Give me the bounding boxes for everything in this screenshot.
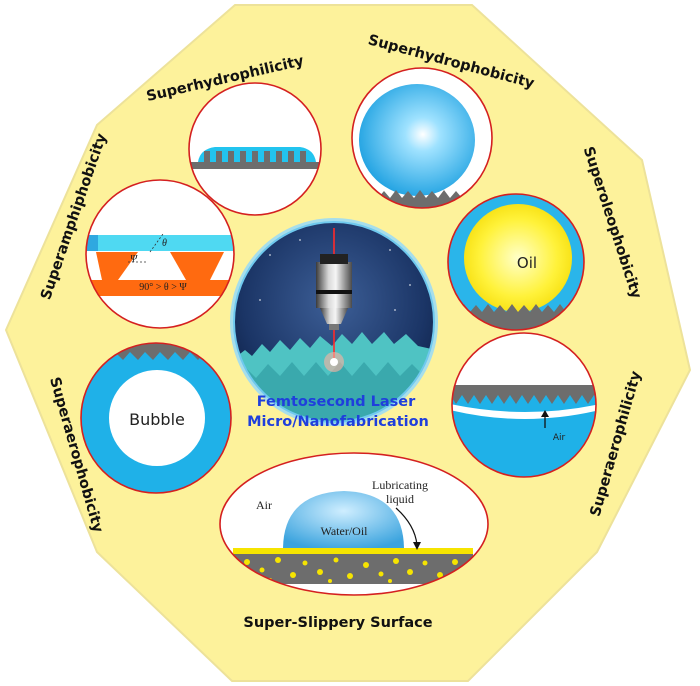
panel-super-slippery: Air Water/Oil Lubricating liquid [219, 452, 489, 596]
label-super-slippery: Super-Slippery Surface [243, 615, 432, 631]
panel-superaerophobicity: Bubble [80, 342, 232, 494]
panel-superamphiphobicity: θ Ψ 90° > θ > Ψ [85, 179, 235, 329]
center-title-line2: Micro/Nanofabrication [247, 414, 429, 430]
panel-superoleophobicity: Oil [447, 193, 585, 331]
panel-superhydrophilicity [188, 82, 322, 216]
theta-label: θ [162, 238, 167, 249]
lubricating-label-line2: liquid [386, 492, 414, 506]
center-laser-illustration: Femtosecond Laser Micro/Nanofabrication [230, 218, 438, 430]
angle-relation-label: 90° > θ > Ψ [139, 282, 187, 293]
center-title-line1: Femtosecond Laser [257, 394, 416, 410]
lubricating-label-line1: Lubricating [372, 478, 428, 492]
air-label: Air [553, 433, 566, 443]
oil-label: Oil [517, 254, 537, 272]
psi-label: Ψ [130, 254, 138, 265]
panel-superaerophilicity: Air [451, 332, 597, 478]
water-oil-label: Water/Oil [320, 524, 368, 538]
slippery-air-label: Air [256, 498, 272, 512]
bubble-label: Bubble [129, 410, 185, 429]
panel-superhydrophobicity [351, 67, 493, 209]
